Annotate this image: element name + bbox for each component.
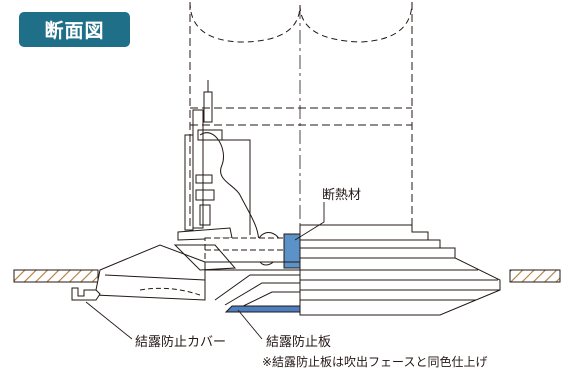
label-condensation-cover: 結露防止カバー (135, 335, 227, 350)
condensation-cover (71, 287, 101, 301)
hanger-assembly (177, 80, 251, 241)
inner-vanes (214, 274, 300, 311)
label-condensation-plate: 結露防止板 (266, 335, 332, 350)
leader-insulation (294, 202, 325, 241)
ceiling-right (509, 269, 561, 283)
diffuser-body (299, 224, 501, 316)
label-insulation: 断熱材 (322, 188, 362, 203)
title-text: 断面図 (44, 20, 105, 42)
note-text: ※結露防止板は吹出フェースと同色仕上げ (262, 355, 488, 369)
diffuser-left-cone (94, 244, 300, 301)
leader-plate (237, 309, 263, 340)
title-badge: 断面図 (19, 12, 130, 47)
leader-cover (85, 301, 133, 340)
neck-collar (204, 237, 296, 263)
insulation (283, 233, 301, 269)
ceiling-left (13, 269, 99, 283)
condensation-plate (224, 305, 301, 313)
